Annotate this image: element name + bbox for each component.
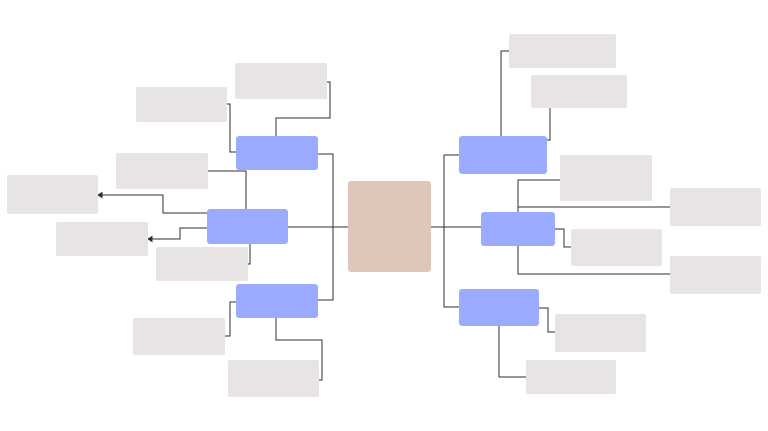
connector [208, 170, 247, 209]
connector [225, 301, 236, 337]
leaf-node[interactable] [56, 222, 148, 256]
connector [275, 81, 331, 136]
topic-right-middle[interactable] [481, 212, 555, 246]
leaf-node[interactable] [670, 188, 761, 226]
leaf-node[interactable] [526, 360, 616, 394]
leaf-node[interactable] [136, 87, 227, 122]
connector [431, 226, 459, 308]
topic-left-bottom[interactable] [236, 284, 318, 318]
connector [318, 153, 348, 228]
leaf-node[interactable] [670, 256, 761, 294]
connector [318, 226, 348, 301]
leaf-node[interactable] [235, 63, 327, 99]
leaf-node[interactable] [509, 34, 616, 68]
connector [517, 206, 670, 212]
leaf-node[interactable] [228, 360, 319, 397]
connector [555, 228, 571, 248]
leaf-node[interactable] [156, 247, 248, 281]
connector [517, 179, 560, 212]
leaf-node[interactable] [555, 314, 646, 352]
topic-left-middle[interactable] [207, 209, 288, 244]
leaf-node[interactable] [571, 229, 662, 266]
connector [148, 227, 207, 240]
central-topic[interactable] [348, 181, 431, 272]
connector [275, 318, 323, 381]
topic-left-top[interactable] [236, 136, 318, 170]
leaf-node[interactable] [560, 155, 652, 201]
leaf-node[interactable] [531, 75, 627, 108]
connector [517, 246, 670, 275]
connector [431, 154, 459, 228]
connector [248, 244, 251, 265]
connector [227, 103, 236, 153]
topic-right-top[interactable] [459, 136, 547, 174]
leaf-node[interactable] [133, 318, 225, 355]
leaf-node[interactable] [116, 153, 208, 189]
arrowhead [97, 191, 103, 199]
leaf-node[interactable] [7, 175, 98, 214]
connector [539, 307, 555, 333]
connector [498, 326, 526, 378]
topic-right-bottom[interactable] [459, 289, 539, 326]
connector [98, 194, 207, 214]
connector [500, 50, 509, 136]
arrowhead [147, 235, 153, 243]
